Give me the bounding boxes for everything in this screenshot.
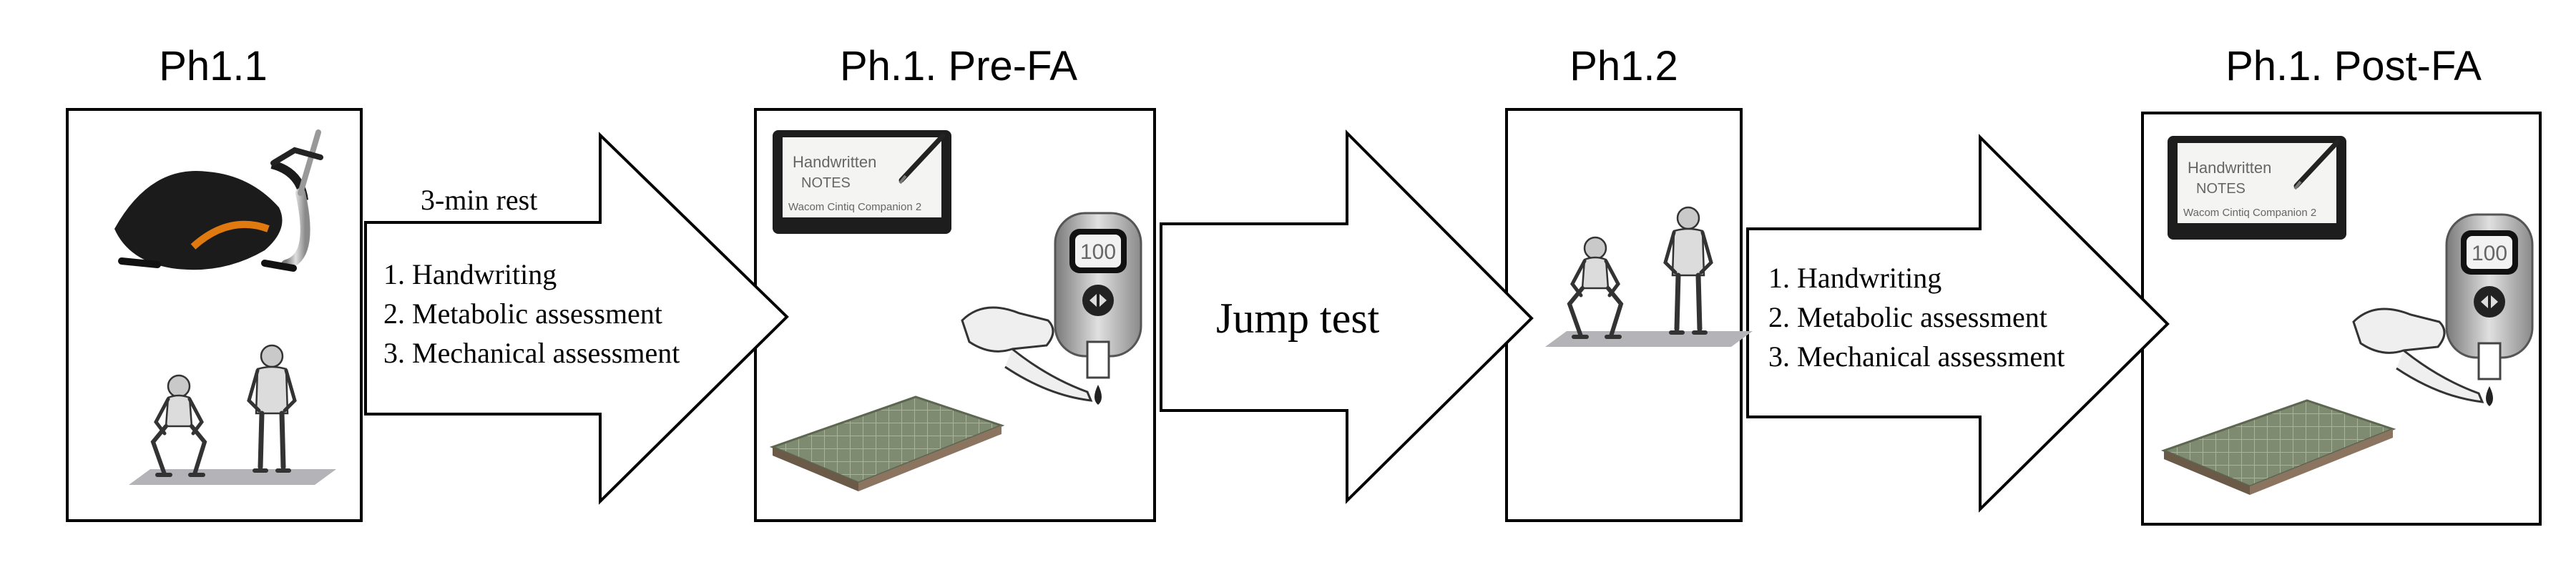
glucometer-icon: 100 [2352, 213, 2534, 408]
arrow-3-item-1: 1. Handwriting [1768, 262, 1941, 294]
arrow-1-heading: 3-min rest [421, 184, 537, 216]
phase-title-1: Ph1.1 [159, 43, 268, 89]
arrow-1-item-2: 2. Metabolic assessment [383, 298, 662, 330]
flow-arrow-3 [1746, 134, 2170, 513]
arrow-3-item-3: 3. Mechanical assessment [1768, 340, 2065, 373]
phase-box-1 [66, 108, 363, 522]
writing-tablet-icon [773, 130, 951, 234]
arrow-3-item-2: 2. Metabolic assessment [1768, 301, 2047, 333]
arrow-2-label: Jump test [1216, 295, 1380, 342]
writing-tablet-icon [2168, 136, 2346, 240]
glucometer-icon: 100 [961, 212, 1142, 406]
exercise-bike-icon [114, 129, 323, 272]
phase-title-3: Ph1.2 [1569, 43, 1678, 89]
phase-title-4: Ph.1. Post-FA [2225, 43, 2482, 89]
arrow-1-item-1: 1. Handwriting [383, 258, 557, 290]
phase-box-3 [1505, 108, 1743, 522]
flow-arrow-1 [364, 132, 789, 505]
svg-text:100: 100 [2472, 242, 2507, 265]
phase-title-2: Ph.1. Pre-FA [840, 43, 1077, 89]
flow-arrow-2 [1160, 129, 1534, 504]
arrow-1-item-3: 3. Mechanical assessment [383, 337, 680, 369]
svg-text:100: 100 [1080, 240, 1116, 264]
